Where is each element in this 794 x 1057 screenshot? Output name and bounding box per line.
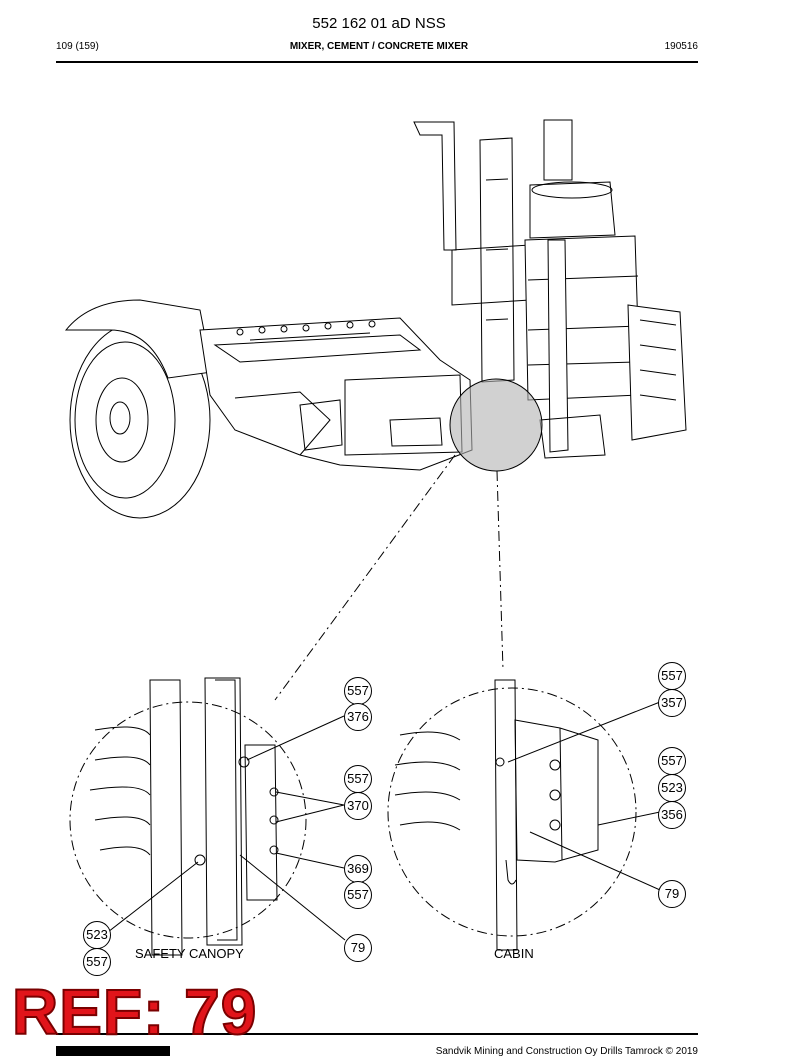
section-title: MIXER, CEMENT / CONCRETE MIXER (289, 41, 469, 52)
callout-557[interactable]: 557 (658, 747, 686, 775)
callout-557[interactable]: 557 (344, 677, 372, 705)
wheel-assembly (64, 299, 213, 519)
revision-code: 190516 (664, 41, 698, 52)
upright-posts (413, 121, 531, 383)
document-number: 552 162 01 aD NSS (312, 15, 446, 32)
callout-357[interactable]: 357 (658, 689, 686, 717)
callout-370[interactable]: 370 (344, 792, 372, 820)
callout-79[interactable]: 79 (344, 934, 372, 962)
callout-557[interactable]: 557 (344, 765, 372, 793)
footer-logo (56, 1046, 170, 1056)
callout-523[interactable]: 523 (83, 921, 111, 949)
callout-523[interactable]: 523 (658, 774, 686, 802)
safety-canopy-caption: SAFETY CANOPY (135, 946, 244, 961)
callout-376[interactable]: 376 (344, 703, 372, 731)
detail-highlight (449, 378, 543, 472)
header-rule (56, 61, 698, 63)
footer-copyright: Sandvik Mining and Construction Oy Drill… (435, 1046, 698, 1057)
cabin-caption: CABIN (494, 946, 534, 961)
page-indicator: 109 (159) (56, 41, 99, 52)
callout-369[interactable]: 369 (344, 855, 372, 883)
frame-bolts (236, 320, 376, 336)
callout-79[interactable]: 79 (658, 880, 686, 908)
mixer-drum (524, 119, 687, 459)
safety-canopy-detail (69, 677, 346, 956)
callout-356[interactable]: 356 (658, 801, 686, 829)
footer-rule (56, 1033, 698, 1035)
callout-557[interactable]: 557 (83, 948, 111, 976)
chassis-frame (199, 317, 473, 471)
callout-557[interactable]: 557 (344, 881, 372, 909)
callout-557[interactable]: 557 (658, 662, 686, 690)
cabin-detail (387, 679, 661, 951)
ref-label: REF: 79 (11, 976, 258, 1048)
